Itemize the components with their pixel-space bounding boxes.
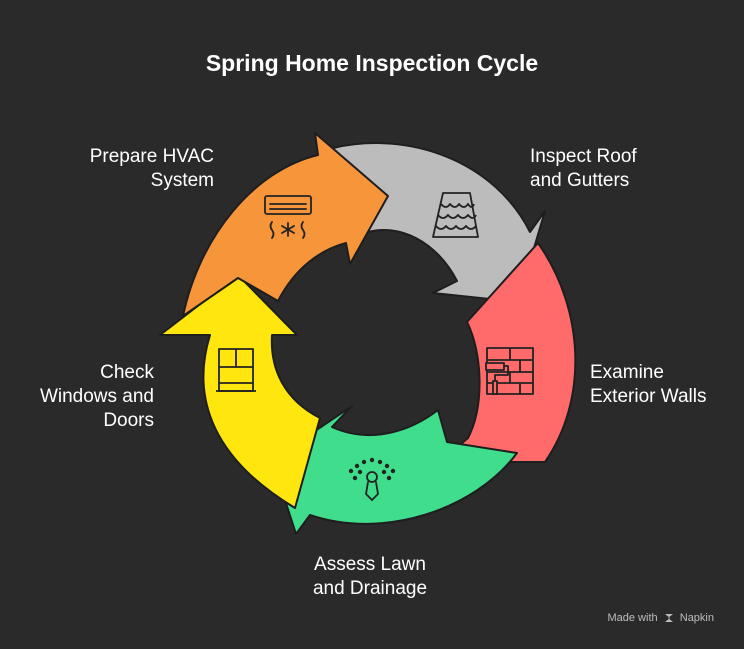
step-label-walls: Examine Exterior Walls [590, 361, 706, 409]
segment-hvac [182, 132, 389, 317]
step-label-line: Assess Lawn [314, 554, 426, 575]
step-label-windows: Check Windows and Doors [14, 361, 154, 433]
sprinkler-icon [348, 457, 396, 502]
step-label-line: Exterior Walls [590, 386, 707, 407]
step-label-line: Windows and [39, 386, 154, 407]
step-label-line: and Drainage [312, 578, 428, 599]
step-label-line: Prepare HVAC [89, 146, 214, 167]
step-label-line: Doors [103, 410, 154, 431]
step-label-line: and Gutters [530, 170, 630, 191]
napkin-logo-icon [664, 614, 673, 623]
footer-credit: Made with Napkin [607, 612, 714, 624]
roof-tiles-icon [432, 192, 479, 238]
step-label-lawn: Assess Lawn and Drainage [300, 553, 440, 601]
step-label-line: System [150, 170, 214, 191]
brand-name: Napkin [679, 612, 714, 625]
segment-walls [439, 242, 577, 463]
step-label-hvac: Prepare HVAC System [54, 145, 214, 193]
diagram-title: Spring Home Inspection Cycle [205, 50, 539, 76]
step-label-line: Examine [590, 362, 664, 383]
segment-roof [332, 142, 546, 303]
window-icon [216, 348, 256, 392]
step-label-line: Check [100, 362, 154, 383]
made-with-text: Made with [607, 612, 658, 625]
step-label-roof: Inspect Roof and Gutters [530, 145, 637, 193]
air-conditioner-icon [264, 195, 312, 239]
step-label-line: Inspect Roof [530, 146, 637, 167]
wall-paint-roller-icon [485, 347, 534, 395]
